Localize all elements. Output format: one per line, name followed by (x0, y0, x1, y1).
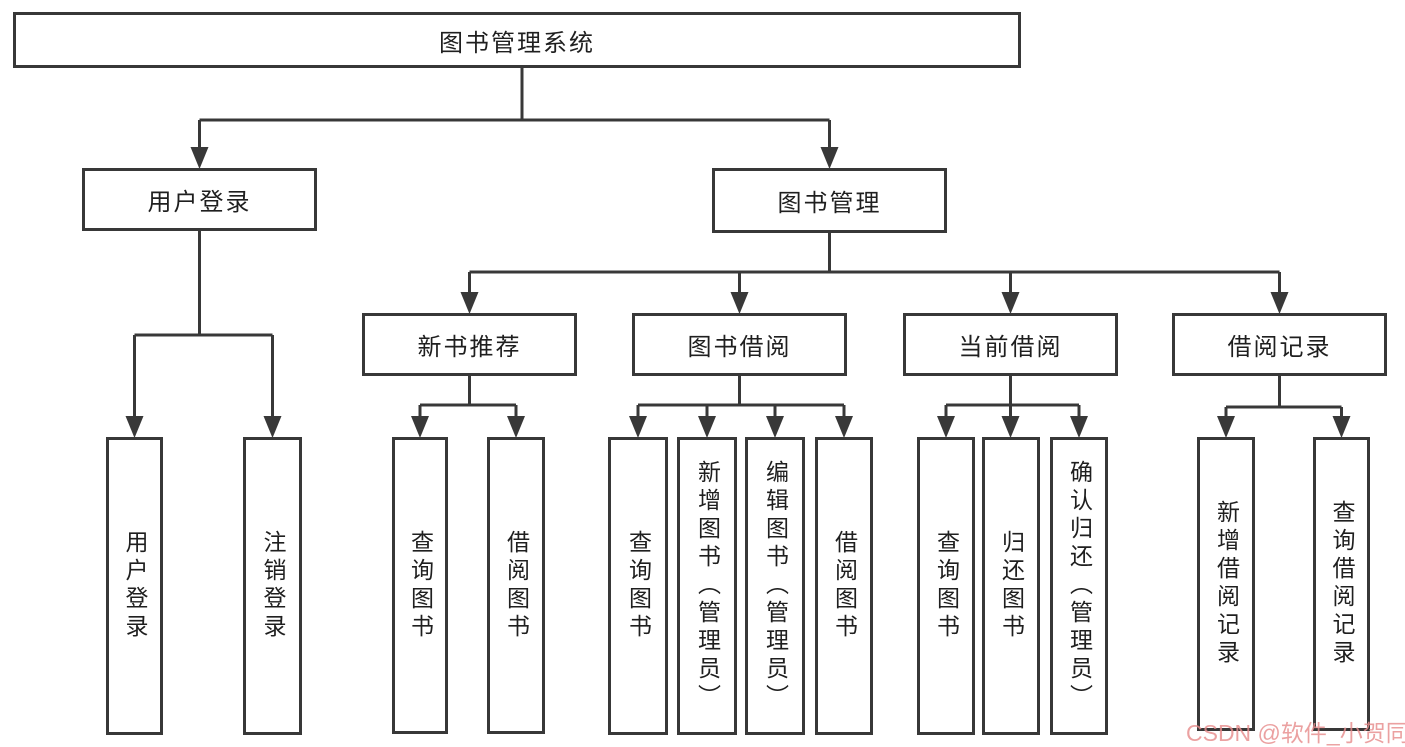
leaf-query-books: 查询图书 (608, 437, 668, 735)
arrowhead (1217, 416, 1235, 438)
node-library-management-system: 图书管理系统 (13, 12, 1021, 68)
connector-mgmt-to-level3 (460, 233, 1289, 314)
leaf-query-books: 查询图书 (392, 437, 448, 734)
leaf-query-books: 查询图书 (917, 437, 975, 735)
arrowhead (937, 416, 955, 438)
leaf-return-books: 归还图书 (982, 437, 1040, 735)
arrowhead (835, 416, 853, 438)
connector-newbook-to-leaves (411, 376, 525, 438)
arrowhead (1332, 416, 1351, 438)
leaf-logout: 注销登录 (243, 437, 302, 735)
arrowhead (766, 416, 784, 438)
arrowhead (263, 416, 282, 438)
csdn-watermark: CSDN @软件_小贺同学 (1186, 720, 1405, 746)
connector-records-to-leaves (1217, 376, 1351, 438)
leaf-borrow-books: 借阅图书 (487, 437, 545, 734)
arrowhead (190, 147, 209, 169)
connector-root-to-level2 (190, 67, 839, 169)
node-new-book-recommendation: 新书推荐 (362, 313, 577, 376)
leaf-borrow-books: 借阅图书 (815, 437, 873, 735)
arrowhead (698, 416, 716, 438)
arrowhead (460, 292, 479, 314)
connector-current-to-leaves (937, 376, 1088, 438)
node-book-management: 图书管理 (712, 168, 947, 233)
leaf-add-borrowing-record: 新增借阅记录 (1197, 437, 1255, 731)
arrowhead (411, 416, 429, 438)
arrowhead (629, 416, 647, 438)
leaf-query-borrowing-record: 查询借阅记录 (1313, 437, 1370, 731)
arrowhead (1270, 292, 1289, 314)
node-user-login: 用户登录 (82, 168, 317, 231)
arrowhead (125, 416, 144, 438)
leaf-add-books-admin: 新增图书（管理员） (677, 437, 737, 735)
connector-borrow-to-leaves (629, 376, 853, 438)
leaf-user-login: 用户登录 (106, 437, 163, 735)
arrowhead (507, 416, 525, 438)
arrowhead (730, 292, 749, 314)
node-borrowing-records: 借阅记录 (1172, 313, 1387, 376)
connector-login-to-leaves (125, 231, 282, 438)
arrowhead (1001, 292, 1020, 314)
node-book-borrowing: 图书借阅 (632, 313, 847, 376)
arrowhead (820, 147, 839, 169)
node-current-borrowing: 当前借阅 (903, 313, 1118, 376)
leaf-edit-books-admin: 编辑图书（管理员） (745, 437, 805, 735)
arrowhead (1001, 416, 1020, 438)
leaf-confirm-return-admin: 确认归还（管理员） (1050, 437, 1108, 735)
arrowhead (1070, 416, 1088, 438)
